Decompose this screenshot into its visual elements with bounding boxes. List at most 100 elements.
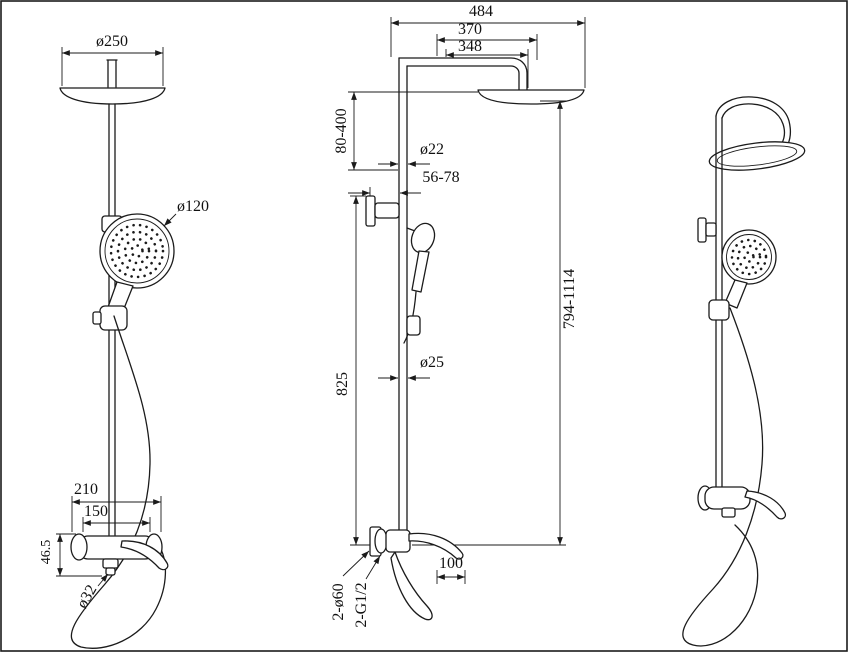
shower-hose-perspective <box>682 307 764 647</box>
dim-label-overall-height-range: 794-1114 <box>561 269 578 329</box>
dim-label-overall-reach: 484 <box>469 3 493 20</box>
shower-hose-front <box>70 315 167 649</box>
leader-line <box>163 213 177 227</box>
dim-label-spout-reach: 100 <box>439 555 463 572</box>
tub-spout-side <box>390 551 433 621</box>
bracket-arm <box>374 202 400 219</box>
arm-outline <box>406 65 520 91</box>
leader-line <box>97 573 109 587</box>
mixer-lever-perspective <box>744 490 787 520</box>
dim-label-inlet-flange-spec: 2-ø60 <box>330 583 347 620</box>
hose-port <box>102 558 119 569</box>
spray-nozzle-ring <box>116 230 158 272</box>
dim-valve-width: 210 <box>71 481 162 532</box>
dim-label-arm-inner-reach: 348 <box>458 38 482 55</box>
spray-nozzle-ring <box>123 237 151 265</box>
wall-plate <box>697 217 707 243</box>
dim-hose-diameter: ø32 <box>74 573 109 611</box>
leader-line <box>342 550 370 577</box>
dim-valve-height: 46.5 <box>39 533 102 577</box>
head-disc-inner <box>716 145 798 167</box>
arm-outline <box>721 103 786 144</box>
dim-label-valve-width: 210 <box>74 481 98 498</box>
holder-hook <box>406 227 416 232</box>
mixer-valve-perspective <box>697 485 787 520</box>
wall-bracket-side <box>365 195 400 227</box>
dim-riser-length: 825 <box>334 195 372 546</box>
shower-arm-perspective <box>715 96 792 145</box>
dim-label-riser-length: 825 <box>334 372 351 396</box>
mixer-flange <box>374 528 388 554</box>
slider-bracket-front <box>92 305 128 331</box>
bracket-arm <box>705 222 717 237</box>
dim-label-hose-diameter: ø32 <box>74 582 101 611</box>
side-view: 484 370 348 80-400 <box>330 3 586 628</box>
front-view: ø250 ø120 <box>39 33 209 649</box>
mixer-valve-front <box>70 533 169 576</box>
shower-arm-side <box>398 57 528 91</box>
dim-overall-height-range: 794-1114 <box>412 100 578 546</box>
rain-shower-head-front <box>59 59 166 105</box>
wall-bracket-perspective <box>697 217 717 243</box>
dim-label-head-diameter: ø250 <box>96 33 128 50</box>
head-stub-pipe <box>106 59 118 88</box>
spray-nozzle-ring <box>730 238 768 276</box>
hose-port <box>721 507 736 518</box>
dim-hand-shower-diameter: ø120 <box>163 198 209 227</box>
dim-head-height-adjust: 80-400 <box>333 91 478 171</box>
hand-shower-handle <box>724 279 748 309</box>
hand-shower-face-outer <box>721 229 777 285</box>
dim-arm-inner-reach: 348 <box>445 38 529 88</box>
dim-arm-reach: 370 <box>436 21 538 60</box>
dim-label-hand-shower-diameter: ø120 <box>177 198 209 215</box>
dim-spout-reach: 100 <box>436 555 466 584</box>
arm-outline <box>715 96 792 145</box>
hand-shower-head-profile <box>410 222 436 254</box>
spray-nozzle-ring <box>736 244 762 270</box>
dim-label-inlet-thread-spec: 2-G1/2 <box>353 582 370 627</box>
mixer-body <box>385 529 411 553</box>
leader-line <box>365 555 381 580</box>
riser-pipe-side <box>398 57 408 537</box>
dim-head-diameter: ø250 <box>61 33 164 86</box>
hand-shower-perspective <box>721 229 777 309</box>
dim-inlet-thread-spec: 2-G1/2 <box>353 555 381 628</box>
spray-nozzle-ring <box>109 223 165 279</box>
hand-shower-side <box>406 222 436 293</box>
mixer-lever-front <box>120 540 169 571</box>
dim-label-upper-riser-diameter: ø22 <box>420 141 444 158</box>
hand-shower-face-inner <box>726 234 772 280</box>
mixer-flange-left <box>70 533 88 561</box>
hand-shower-handle-profile <box>411 250 430 293</box>
head-disc <box>59 87 166 105</box>
slider-bracket-side <box>406 315 421 336</box>
hand-shower-front <box>99 213 175 317</box>
dim-label-head-height-adjust: 80-400 <box>333 108 350 153</box>
slider-body <box>99 305 128 331</box>
slider-bracket-perspective <box>708 299 730 321</box>
dim-wall-clearance: 56-78 <box>348 169 460 224</box>
perspective-view <box>682 96 806 647</box>
hose-nut <box>105 567 116 576</box>
dim-label-arm-reach: 370 <box>458 21 482 38</box>
dim-overall-reach: 484 <box>390 3 586 88</box>
spray-nozzle-ring <box>743 251 755 263</box>
arm-outline <box>398 57 528 91</box>
spray-nozzle-ring <box>130 244 144 258</box>
dim-label-valve-hole-spacing: 150 <box>84 503 108 520</box>
rain-shower-head-side <box>477 89 585 105</box>
head-disc-outer <box>708 141 806 171</box>
dim-label-lower-riser-diameter: ø25 <box>420 354 444 371</box>
hand-shower-face-inner <box>104 218 170 284</box>
dim-upper-riser-diameter: ø22 <box>378 141 444 167</box>
wall-plate <box>365 195 376 227</box>
dim-valve-hole-spacing: 150 <box>82 503 151 532</box>
dim-inlet-flange-spec: 2-ø60 <box>330 550 370 621</box>
dim-label-valve-height: 46.5 <box>39 540 54 565</box>
dim-label-wall-clearance: 56-78 <box>422 169 459 186</box>
mixer-lever-side <box>408 532 464 560</box>
dim-lower-riser-diameter: ø25 <box>378 354 444 381</box>
